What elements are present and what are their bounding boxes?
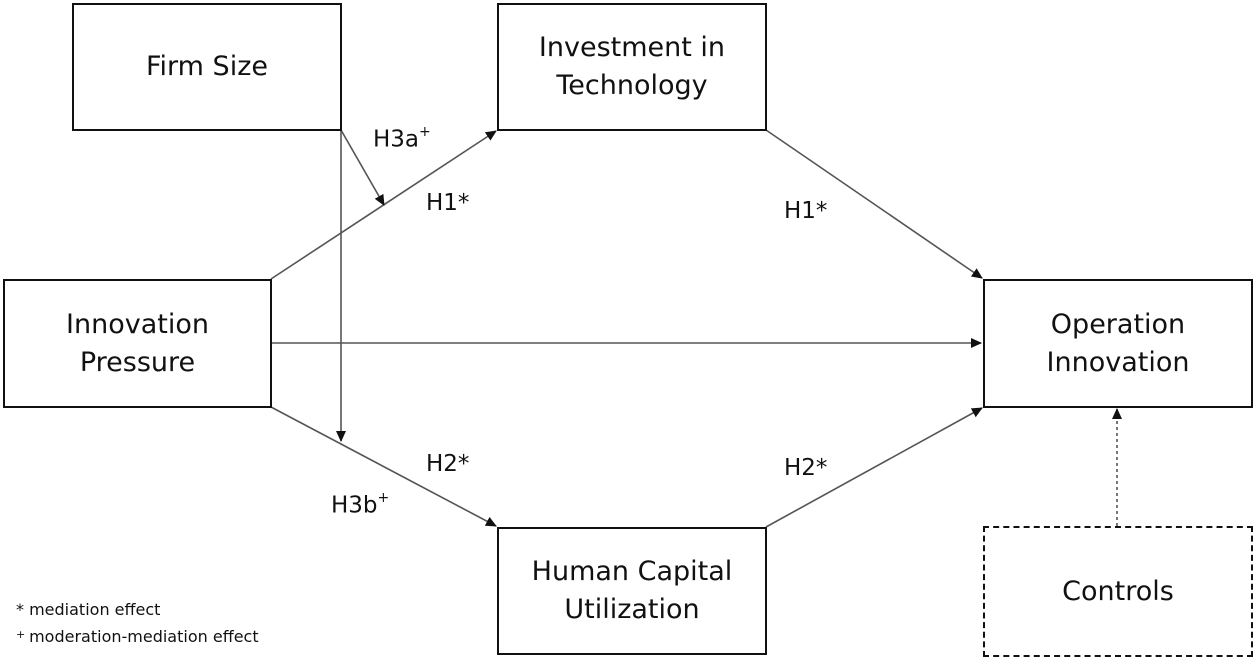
- legend: * mediation effect + moderation-mediatio…: [16, 597, 259, 649]
- node-operation-innovation-line2: Innovation: [1046, 346, 1190, 378]
- edge-label-h3b: H3b+: [331, 490, 390, 519]
- edge-label-h3a: H3a+: [373, 124, 431, 153]
- legend-item-moderation-mediation: + moderation-mediation effect: [16, 627, 259, 646]
- node-firm-size-label: Firm Size: [145, 51, 268, 83]
- node-investment-technology-line2: Technology: [556, 70, 708, 101]
- node-controls-label: Controls: [1062, 575, 1174, 607]
- legend-item-mediation: * mediation effect: [16, 600, 161, 619]
- edge-it-to-oi: [765, 129, 983, 279]
- edge-label-h2-left: H2*: [426, 451, 470, 477]
- edge-hc-to-oi: [765, 407, 983, 528]
- edge-label-h1-left: H1*: [426, 190, 470, 216]
- node-innovation-pressure-line1: Innovation: [66, 308, 209, 340]
- node-investment-technology-line1: Investment in: [538, 32, 726, 64]
- node-human-capital-line1: Human Capital: [531, 556, 733, 588]
- node-investment-technology: Investment in Technology: [497, 3, 767, 131]
- edge-fs-to-h1: [340, 129, 385, 206]
- node-innovation-pressure: Innovation Pressure: [3, 279, 272, 408]
- node-operation-innovation: Operation Innovation: [983, 279, 1253, 408]
- node-innovation-pressure-line2: Pressure: [79, 346, 196, 378]
- node-firm-size: Firm Size: [72, 3, 342, 131]
- node-operation-innovation-line1: Operation: [1050, 308, 1186, 340]
- edge-label-h1-right: H1*: [784, 198, 828, 224]
- node-human-capital: Human Capital Utilization: [497, 527, 767, 655]
- edge-ip-to-hc: [270, 406, 497, 527]
- node-controls: Controls: [983, 526, 1253, 657]
- edge-label-h2-right: H2*: [784, 455, 828, 481]
- node-human-capital-line2: Utilization: [564, 594, 700, 625]
